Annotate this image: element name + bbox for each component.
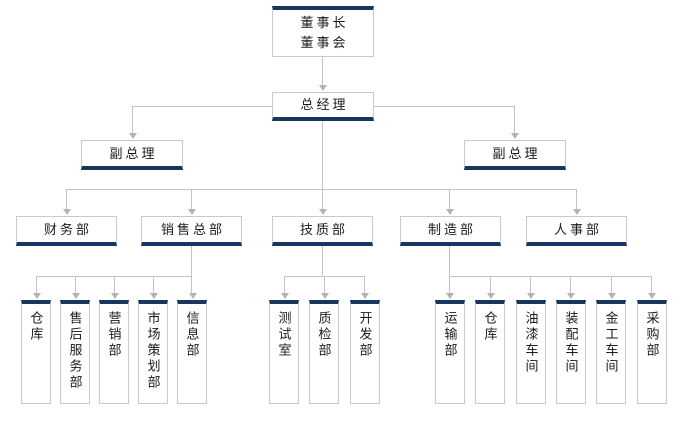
node-label: 采购部: [644, 311, 660, 359]
node-label: 财务部: [43, 221, 92, 237]
node-label: 开发部: [357, 311, 373, 359]
connector-line: [66, 189, 576, 190]
arrow-down-icon: [150, 293, 158, 299]
node-tech-quality-dept: 技质部: [272, 216, 373, 246]
arrow-down-icon: [446, 293, 454, 299]
connector-line: [324, 276, 325, 294]
node-chairman-board: 董事长 董事会: [272, 6, 374, 57]
node-test-room: 测试室: [269, 300, 299, 404]
arrow-down-icon: [608, 293, 616, 299]
node-transport-dept: 运输部: [435, 300, 465, 404]
connector-line: [490, 276, 491, 294]
node-development-dept: 开发部: [350, 300, 380, 404]
node-label: 仓库: [482, 311, 498, 343]
arrow-down-icon: [648, 293, 656, 299]
node-label: 仓库: [28, 311, 44, 343]
node-label: 副总理: [492, 145, 541, 161]
node-label: 营销部: [106, 311, 122, 359]
arrow-down-icon: [321, 293, 329, 299]
connector-line: [191, 189, 192, 210]
connector-line: [530, 276, 531, 294]
node-marketing-dept: 营销部: [99, 300, 129, 404]
node-warehouse-sales: 仓库: [21, 300, 51, 404]
node-label: 运输部: [442, 311, 458, 359]
arrow-down-icon: [188, 209, 196, 215]
connector-line: [322, 189, 323, 210]
connector-line: [153, 276, 154, 294]
arrow-down-icon: [189, 293, 197, 299]
connector-line: [576, 189, 577, 210]
node-paint-workshop: 油漆车间: [516, 300, 546, 404]
connector-line: [36, 276, 191, 277]
node-general-manager: 总经理: [272, 92, 374, 121]
arrow-down-icon: [33, 293, 41, 299]
connector-line: [514, 106, 515, 134]
arrow-down-icon: [111, 293, 119, 299]
node-label: 售后服务部: [67, 311, 83, 391]
arrow-down-icon: [129, 133, 137, 139]
arrow-down-icon: [527, 293, 535, 299]
node-label: 制造部: [427, 221, 476, 237]
arrow-down-icon: [573, 209, 581, 215]
arrow-down-icon: [446, 209, 454, 215]
connector-line: [611, 276, 612, 294]
node-sales-hq: 销售总部: [141, 216, 242, 246]
connector-line: [449, 276, 652, 277]
connector-line: [651, 276, 652, 294]
node-hr-dept: 人事部: [526, 216, 627, 246]
connector-line: [75, 276, 76, 294]
node-assembly-workshop: 装配车间: [556, 300, 586, 404]
node-label: 金工车间: [603, 311, 619, 375]
node-quality-inspection-dept: 质检部: [309, 300, 339, 404]
connector-line: [132, 106, 272, 107]
node-label: 董事会: [300, 35, 349, 50]
connector-line: [36, 276, 37, 294]
arrow-down-icon: [487, 293, 495, 299]
connector-line: [191, 246, 192, 294]
node-label: 技质部: [299, 221, 348, 237]
node-manufacturing-dept: 制造部: [400, 216, 501, 246]
node-market-planning-dept: 市场策划部: [138, 300, 168, 404]
connector-line: [322, 57, 323, 86]
node-information-dept: 信息部: [177, 300, 207, 404]
node-label: 总经理: [300, 97, 349, 112]
arrow-down-icon: [63, 209, 71, 215]
node-purchasing-dept: 采购部: [637, 300, 667, 404]
node-deputy-gm-left: 副总理: [81, 140, 183, 170]
arrow-down-icon: [511, 133, 519, 139]
arrow-down-icon: [319, 85, 327, 91]
node-after-sales-service-dept: 售后服务部: [60, 300, 90, 404]
node-warehouse-manufacturing: 仓库: [475, 300, 505, 404]
connector-line: [322, 121, 323, 189]
arrow-down-icon: [72, 293, 80, 299]
arrow-down-icon: [319, 209, 327, 215]
connector-line: [449, 189, 450, 210]
node-label: 质检部: [316, 311, 332, 359]
node-label: 人事部: [553, 221, 602, 237]
node-label: 测试室: [276, 311, 292, 359]
connector-line: [364, 276, 365, 294]
connector-line: [284, 276, 285, 294]
node-finance-dept: 财务部: [16, 216, 117, 246]
arrow-down-icon: [567, 293, 575, 299]
arrow-down-icon: [281, 293, 289, 299]
node-label: 市场策划部: [145, 311, 161, 391]
arrow-down-icon: [361, 293, 369, 299]
node-label: 董事长: [300, 15, 349, 30]
node-metalwork-workshop: 金工车间: [596, 300, 626, 404]
connector-line: [449, 246, 450, 294]
node-label: 销售总部: [160, 221, 225, 237]
node-label: 副总理: [109, 145, 158, 161]
node-label: 信息部: [184, 311, 200, 359]
node-deputy-gm-right: 副总理: [464, 140, 566, 170]
connector-line: [66, 189, 67, 210]
connector-line: [114, 276, 115, 294]
connector-line: [570, 276, 571, 294]
node-label: 装配车间: [563, 311, 579, 375]
node-label: 油漆车间: [523, 311, 539, 375]
connector-line: [132, 106, 133, 134]
connector-line: [374, 106, 515, 107]
connector-line: [322, 246, 323, 277]
